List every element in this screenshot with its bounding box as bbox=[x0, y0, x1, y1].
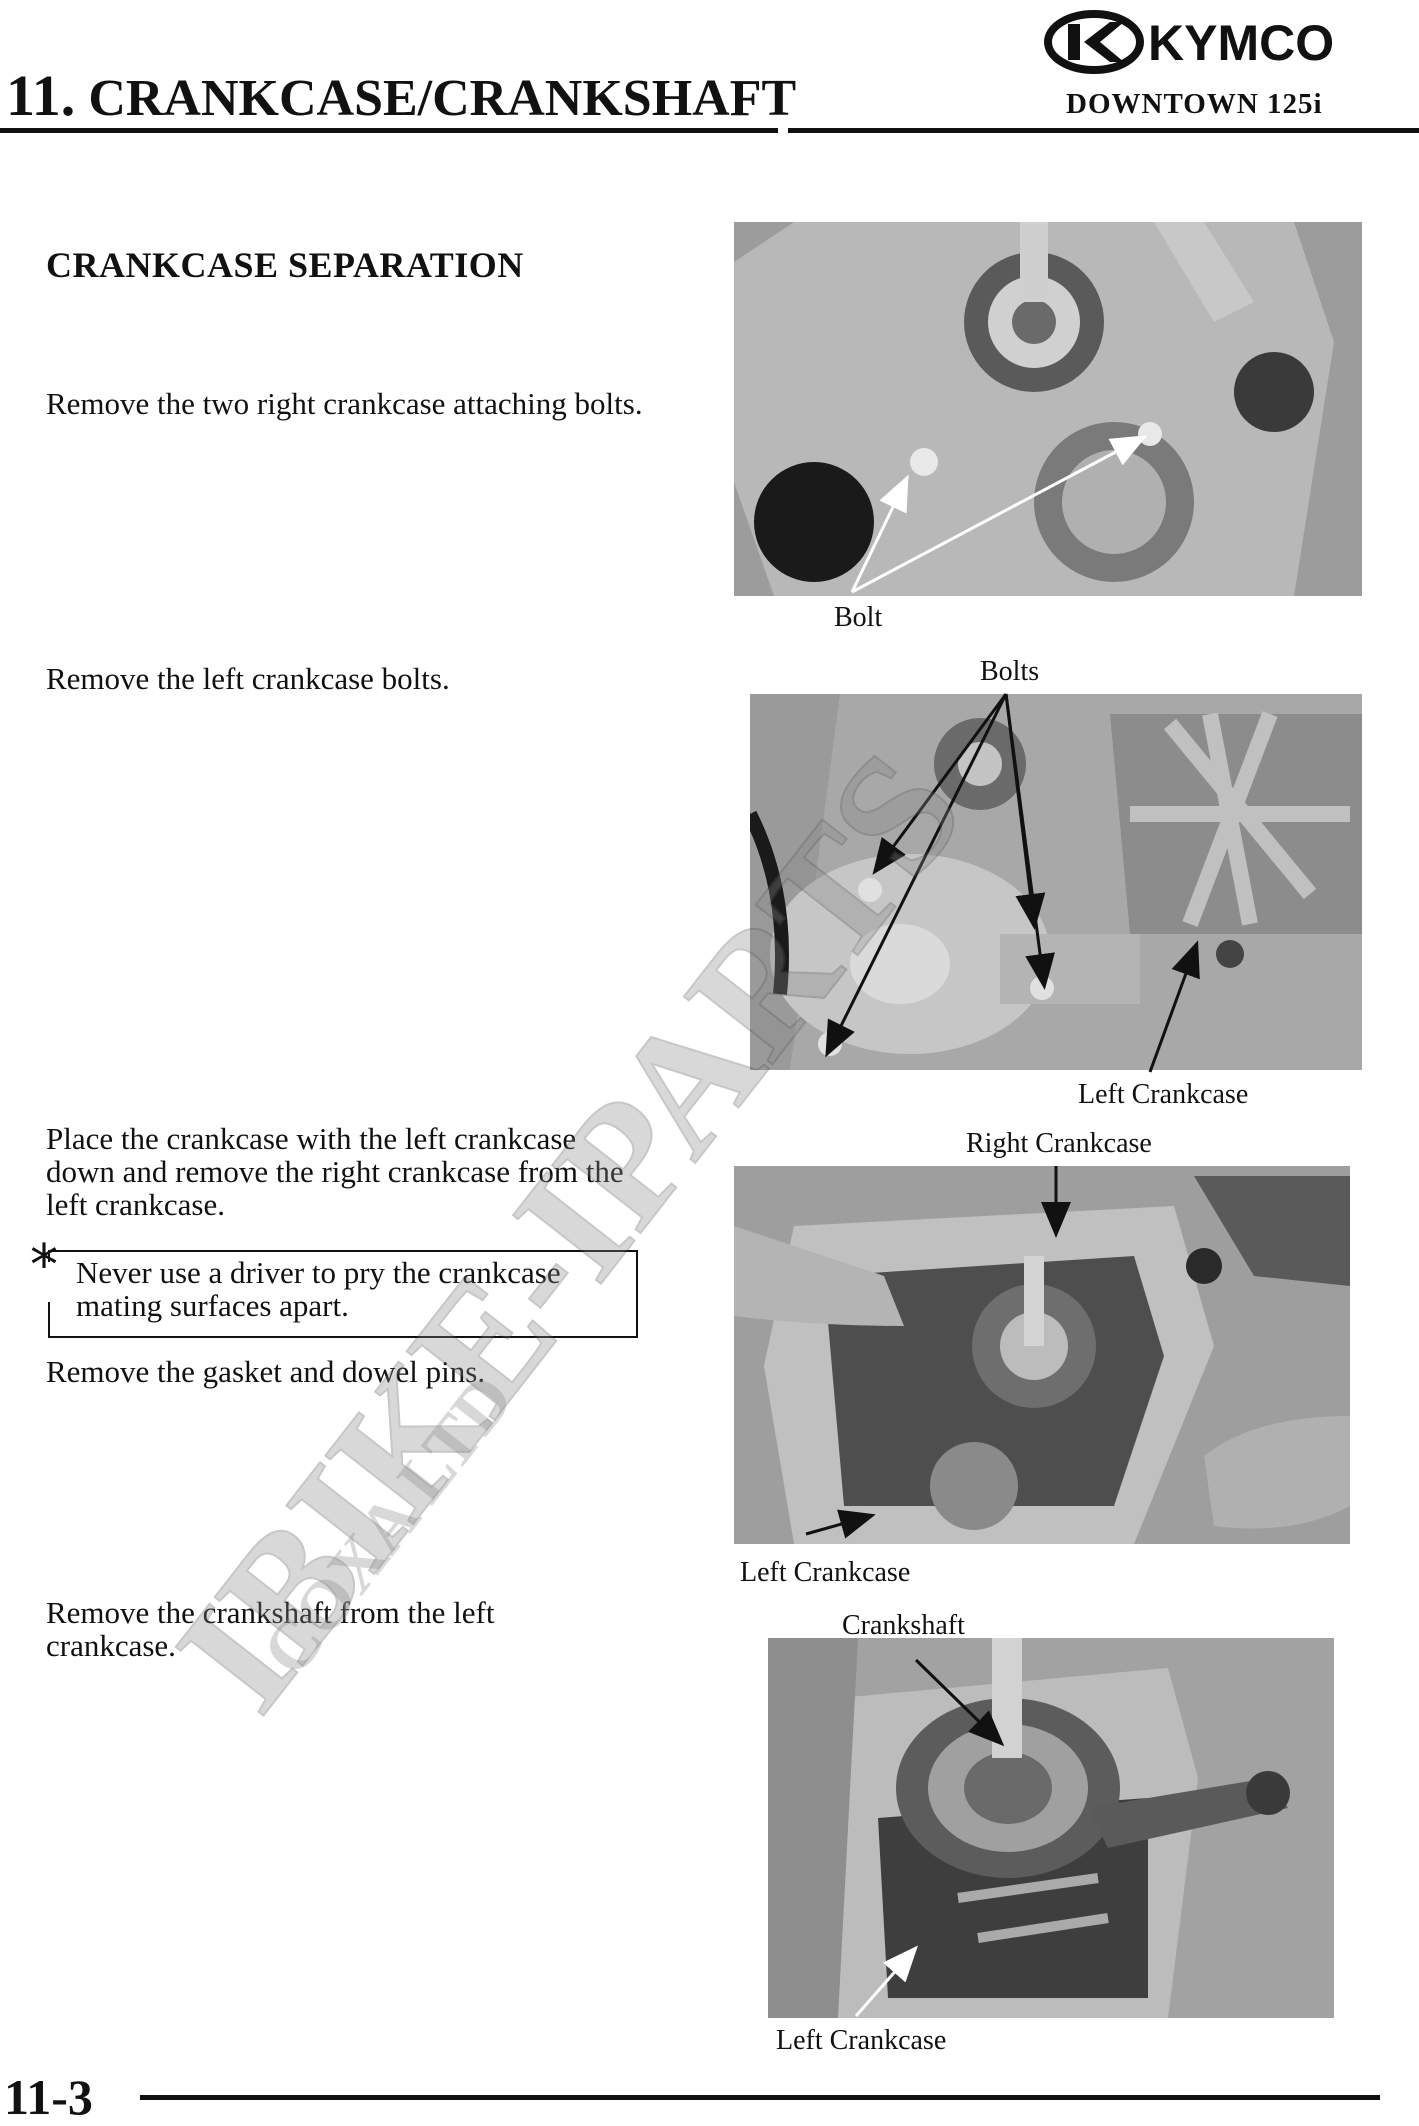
kymco-logo-icon: KYMCO bbox=[1044, 6, 1394, 78]
section-title: CRANKCASE SEPARATION bbox=[46, 245, 524, 285]
note-text: Never use a driver to pry the crankcase … bbox=[76, 1255, 561, 1323]
header-rule bbox=[0, 128, 1419, 133]
step-5-text: Remove the crankshaft from the left cran… bbox=[46, 1595, 495, 1663]
step-4-text: Remove the gasket and dowel pins. bbox=[46, 1354, 486, 1389]
caption-crankshaft: Crankshaft bbox=[842, 1610, 965, 1641]
header-rule-gap bbox=[778, 126, 788, 135]
step-2-text: Remove the left crankcase bolts. bbox=[46, 661, 450, 696]
step-1-text: Remove the two right crankcase attaching… bbox=[46, 386, 643, 421]
caption-right-crankcase: Right Crankcase bbox=[966, 1128, 1152, 1159]
caption-left-crankcase-2: Left Crankcase bbox=[1078, 1079, 1249, 1110]
chapter-number: 11. bbox=[6, 63, 76, 128]
photo-separating-crankcase bbox=[734, 1166, 1350, 1544]
caption-bolts: Bolts bbox=[980, 656, 1040, 687]
note-asterisk-icon: * bbox=[30, 1233, 58, 1298]
step-3-text: Place the crankcase with the left crankc… bbox=[46, 1121, 624, 1222]
page-number: 11-3 bbox=[4, 2069, 93, 2125]
photo-removing-crankshaft bbox=[768, 1638, 1334, 2018]
note-box-gap bbox=[44, 1262, 52, 1302]
photo-right-crankcase-bolts bbox=[734, 222, 1362, 596]
chapter-title-text: CRANKCASE/CRANKSHAFT bbox=[88, 70, 797, 127]
brand-name: KYMCO bbox=[1148, 15, 1334, 71]
chapter-title: 11. CRANKCASE/CRANKSHAFT bbox=[6, 62, 796, 129]
footer-rule bbox=[140, 2095, 1380, 2100]
model-name: DOWNTOWN 125i bbox=[1066, 88, 1323, 120]
caption-left-crankcase-3: Left Crankcase bbox=[740, 1557, 911, 1588]
caption-left-crankcase-4: Left Crankcase bbox=[776, 2025, 947, 2056]
caption-bolt: Bolt bbox=[834, 602, 883, 633]
photo-left-crankcase-bolts bbox=[750, 694, 1362, 1070]
